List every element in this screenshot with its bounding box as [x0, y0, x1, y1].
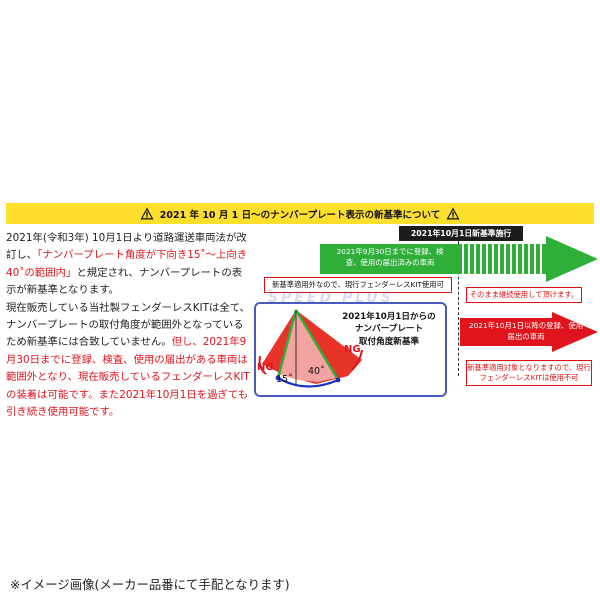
green-arrow-text: 2021年9月30日までに登録、検査、使用の届出済みの車両: [336, 247, 444, 267]
green-arrow: [320, 236, 598, 282]
explanation-text: 2021年(令和3年) 10月1日より道路運送車両法が改訂し、「ナンバープレート…: [6, 230, 252, 421]
red-arrow-text: 2021年10月1日以降の登録、使用届出の車両: [468, 321, 584, 341]
highlight-angle-range: 「ナンバープレート角度が下向き15˚〜上向き40˚の範囲内」: [6, 249, 248, 279]
watermark: SPEED PLUS: [268, 290, 394, 306]
notice-not-usable: 新基準適用対象となりますので、現行フェンダーレスKITは使用不可: [466, 360, 592, 386]
notice-not-applicable: 新基準適用外なので、現行フェンダーレスKIT使用可: [264, 277, 452, 293]
enforcement-date-line: [458, 241, 459, 376]
ng-label-right: NG: [344, 344, 361, 355]
diagram-caption: 2021年10月1日からの ナンバープレート 取付角度新基準: [342, 312, 436, 347]
angle-label-15: 15˚: [276, 374, 293, 385]
banner-title: 2021 年 10 月 1 日〜のナンバープレート表示の新基準について: [159, 209, 441, 221]
enforcement-date-label: 2021年10月1日新基準施行: [399, 226, 523, 241]
paragraph-regulation: 2021年(令和3年) 10月1日より道路運送車両法が改訂し、「ナンバープレート…: [6, 232, 248, 297]
header-banner: 2021 年 10 月 1 日〜のナンバープレート表示の新基準について: [6, 203, 594, 224]
highlight-exception: 但し、2021年9月30日までに登録、検査、使用の届出がある車両は範囲外となり、…: [6, 336, 250, 419]
warning-icon: [446, 207, 460, 220]
ng-label-left: NG: [257, 362, 274, 373]
notice-continue-use: そのまま継続使用して頂けます。: [466, 287, 582, 303]
warning-icon: [140, 207, 154, 220]
angle-label-40: 40˚: [308, 366, 325, 377]
footnote: ※イメージ画像(メーカー品番にて手配となります): [10, 577, 290, 592]
angle-diagram-graphic: [258, 309, 363, 388]
paragraph-kit: 現在販売している当社製フェンダーレスKITは全て、ナンバープレートの取付角度が範…: [6, 301, 250, 419]
angle-diagram: [254, 302, 447, 397]
red-arrow: [460, 312, 598, 352]
